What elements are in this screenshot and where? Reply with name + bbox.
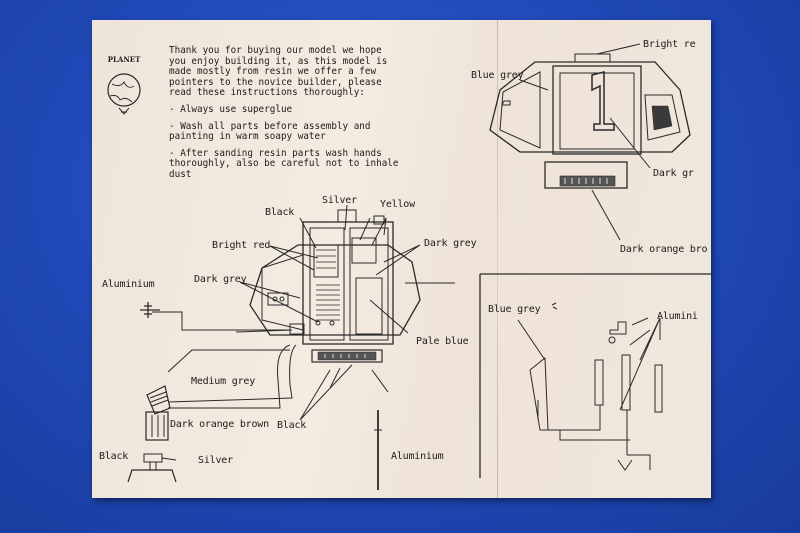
label-pale-blue: Pale blue [416, 336, 469, 347]
label-yellow: Yellow [380, 199, 415, 210]
bottom-left-parts [127, 453, 177, 483]
intro-pointer-wash: - Wash all parts before assembly and pai… [169, 120, 371, 143]
label-aluminium-bottom: Aluminium [391, 451, 444, 462]
planet-logo-globe [107, 73, 141, 115]
intro-pointer-superglue: - Always use superglue [169, 103, 293, 115]
intro-paragraph: Thank you for buying our model we hope y… [169, 45, 388, 99]
intro-text: Thank you for buying our model we hope y… [169, 45, 409, 187]
aluminium-rod [374, 410, 382, 490]
top-pod-drawing [489, 43, 691, 241]
dark-orange-brown-part [145, 385, 171, 441]
label-dark-gr: Dark gr [653, 168, 694, 179]
planet-logo: PLANET [98, 55, 150, 127]
label-alumini-box: Alumini [657, 311, 698, 322]
label-bright-red: Bright red [212, 240, 271, 251]
aluminium-part-left [140, 302, 160, 318]
label-dark-orange-bro: Dark orange bro [620, 244, 708, 255]
label-aluminium-left: Aluminium [102, 279, 155, 290]
sheet-fold-line [497, 20, 498, 498]
label-dark-orange-brown: Dark orange brown [170, 419, 269, 430]
label-medium-grey: Medium grey [191, 376, 256, 387]
center-leader-lines [152, 204, 455, 421]
label-bright-re: Bright re [643, 39, 696, 50]
label-silver-top: Silver [322, 195, 357, 206]
detail-inset-box [479, 273, 712, 478]
central-pod-drawing [249, 209, 421, 363]
label-silver-bottom: Silver [198, 455, 233, 466]
instruction-sheet [92, 20, 711, 498]
label-dark-grey-left: Dark grey [194, 274, 247, 285]
intro-pointer-sanding: - After sanding resin parts wash hands t… [169, 147, 399, 180]
label-black-top: Black [265, 207, 295, 218]
label-blue-grey-box: Blue grey [488, 304, 541, 315]
label-black-left: Black [99, 451, 129, 462]
label-dark-grey-right: Dark grey [424, 238, 477, 249]
logo-text: PLANET [107, 55, 141, 64]
label-blue-grey-top: Blue grey [471, 70, 524, 81]
label-black-bottom: Black [277, 420, 307, 431]
